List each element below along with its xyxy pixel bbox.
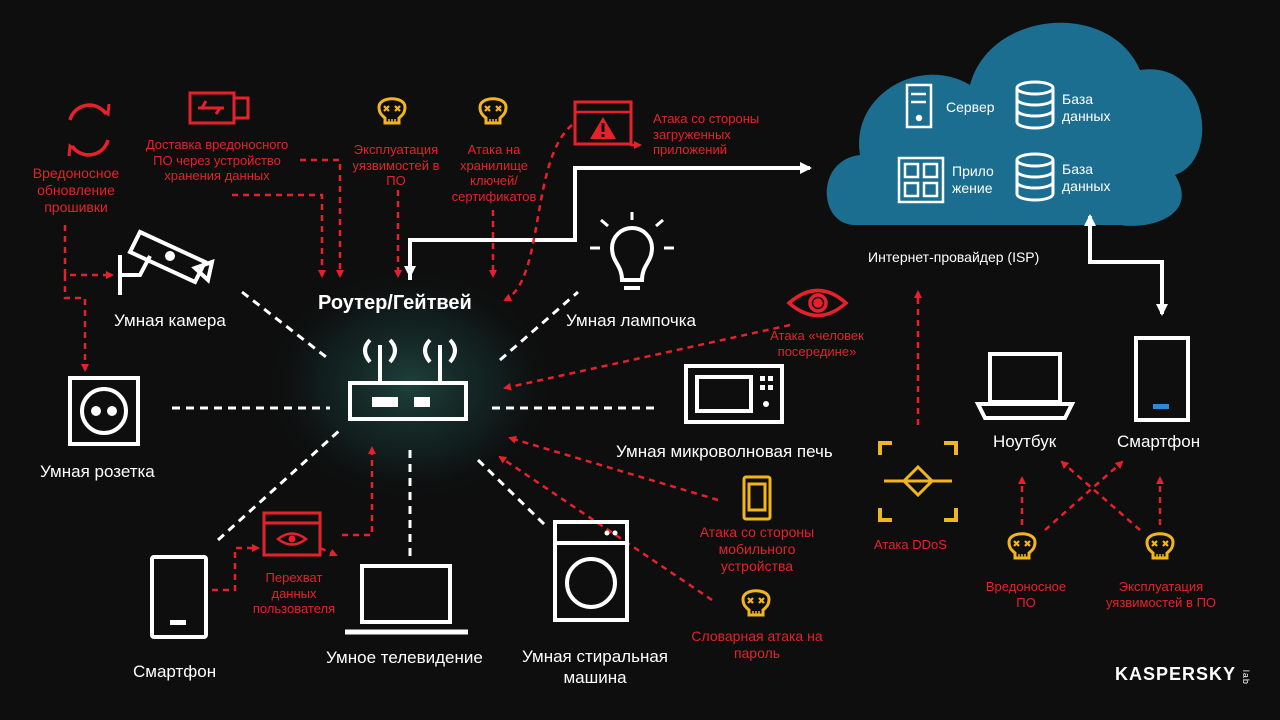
tv-label: Умное телевидение [326, 648, 483, 667]
laptop-icon [974, 352, 1076, 420]
skull-icon [741, 589, 771, 617]
database-label: База данных [1062, 91, 1111, 124]
lamp-label: Умная лампочка [566, 311, 696, 330]
dictionary-attack-threat: Словарная атака на пароль [691, 628, 823, 661]
tv-icon [345, 564, 468, 635]
microwave-icon [684, 364, 784, 424]
smartphone-icon [1134, 336, 1190, 422]
skull-icon [1145, 532, 1175, 560]
attack-arrows [63, 124, 1164, 602]
firmware-update-threat: Вредоносное обновление прошивки [32, 165, 120, 215]
eye-icon [786, 288, 849, 318]
washing-machine-icon [553, 520, 629, 622]
usb-delivery-threat: Доставка вредоносного ПО через устройств… [145, 137, 289, 184]
socket-label: Умная розетка [40, 462, 155, 481]
washer-label: Умная стиральная машина [521, 647, 668, 688]
vuln-exploit-threat-2: Эксплуатация уязвимостей в ПО [1105, 579, 1217, 610]
ddos-threat: Атака DDoS [874, 537, 947, 552]
lightbulb-icon [590, 212, 674, 290]
mobile-phone-icon [742, 475, 772, 521]
refresh-icon [67, 103, 111, 157]
database-icon [1015, 152, 1055, 202]
camera-label: Умная камера [114, 311, 226, 330]
ddos-icon [878, 441, 958, 522]
keystore-attack-threat: Атака на хранилище ключей/ сертификатов [451, 142, 537, 204]
app-attack-threat: Атака со стороны загруженных приложений [653, 111, 760, 158]
brand-name: KASPERSKY [1115, 664, 1237, 684]
app-label: Прило жение [952, 163, 994, 196]
malware-threat: Вредоносное ПО [985, 579, 1067, 610]
skull-icon [1007, 532, 1037, 560]
smartphone-icon [150, 555, 208, 639]
smartphone-right-label: Смартфон [1117, 432, 1201, 451]
app-grid-icon [897, 156, 945, 204]
cloud-shape [826, 22, 1203, 226]
cloud-smartphone-link [1088, 220, 1168, 316]
usb-drive-icon [188, 91, 250, 125]
eye-window-icon [262, 511, 322, 557]
data-interception-threat: Перехват данных пользователя [252, 570, 336, 617]
socket-icon [68, 376, 140, 446]
smartphone-left-label: Смартфон [133, 662, 217, 681]
router-label: Роутер/Гейтвей [318, 292, 472, 314]
server-label: Сервер [946, 99, 995, 115]
mitm-threat: Атака «человек посередине» [770, 328, 864, 359]
database-label: База данных [1062, 161, 1111, 194]
brand-suffix: lab [1240, 669, 1251, 685]
laptop-label: Ноутбук [993, 432, 1057, 451]
router-connections [172, 290, 660, 560]
database-icon [1015, 80, 1055, 130]
server-icon [905, 83, 933, 129]
skull-icon [377, 97, 407, 125]
warning-window-icon [573, 100, 633, 146]
skull-icon [478, 97, 508, 125]
router-icon [348, 338, 468, 421]
isp-label: Интернет-провайдер (ISP) [868, 249, 1040, 265]
microwave-label: Умная микроволновая печь [616, 442, 833, 461]
mobile-attack-threat: Атака со стороны мобильного устройства [699, 524, 815, 574]
vuln-exploit-threat: Эксплуатация уязвимостей в ПО [352, 142, 440, 189]
camera-icon [118, 229, 215, 295]
